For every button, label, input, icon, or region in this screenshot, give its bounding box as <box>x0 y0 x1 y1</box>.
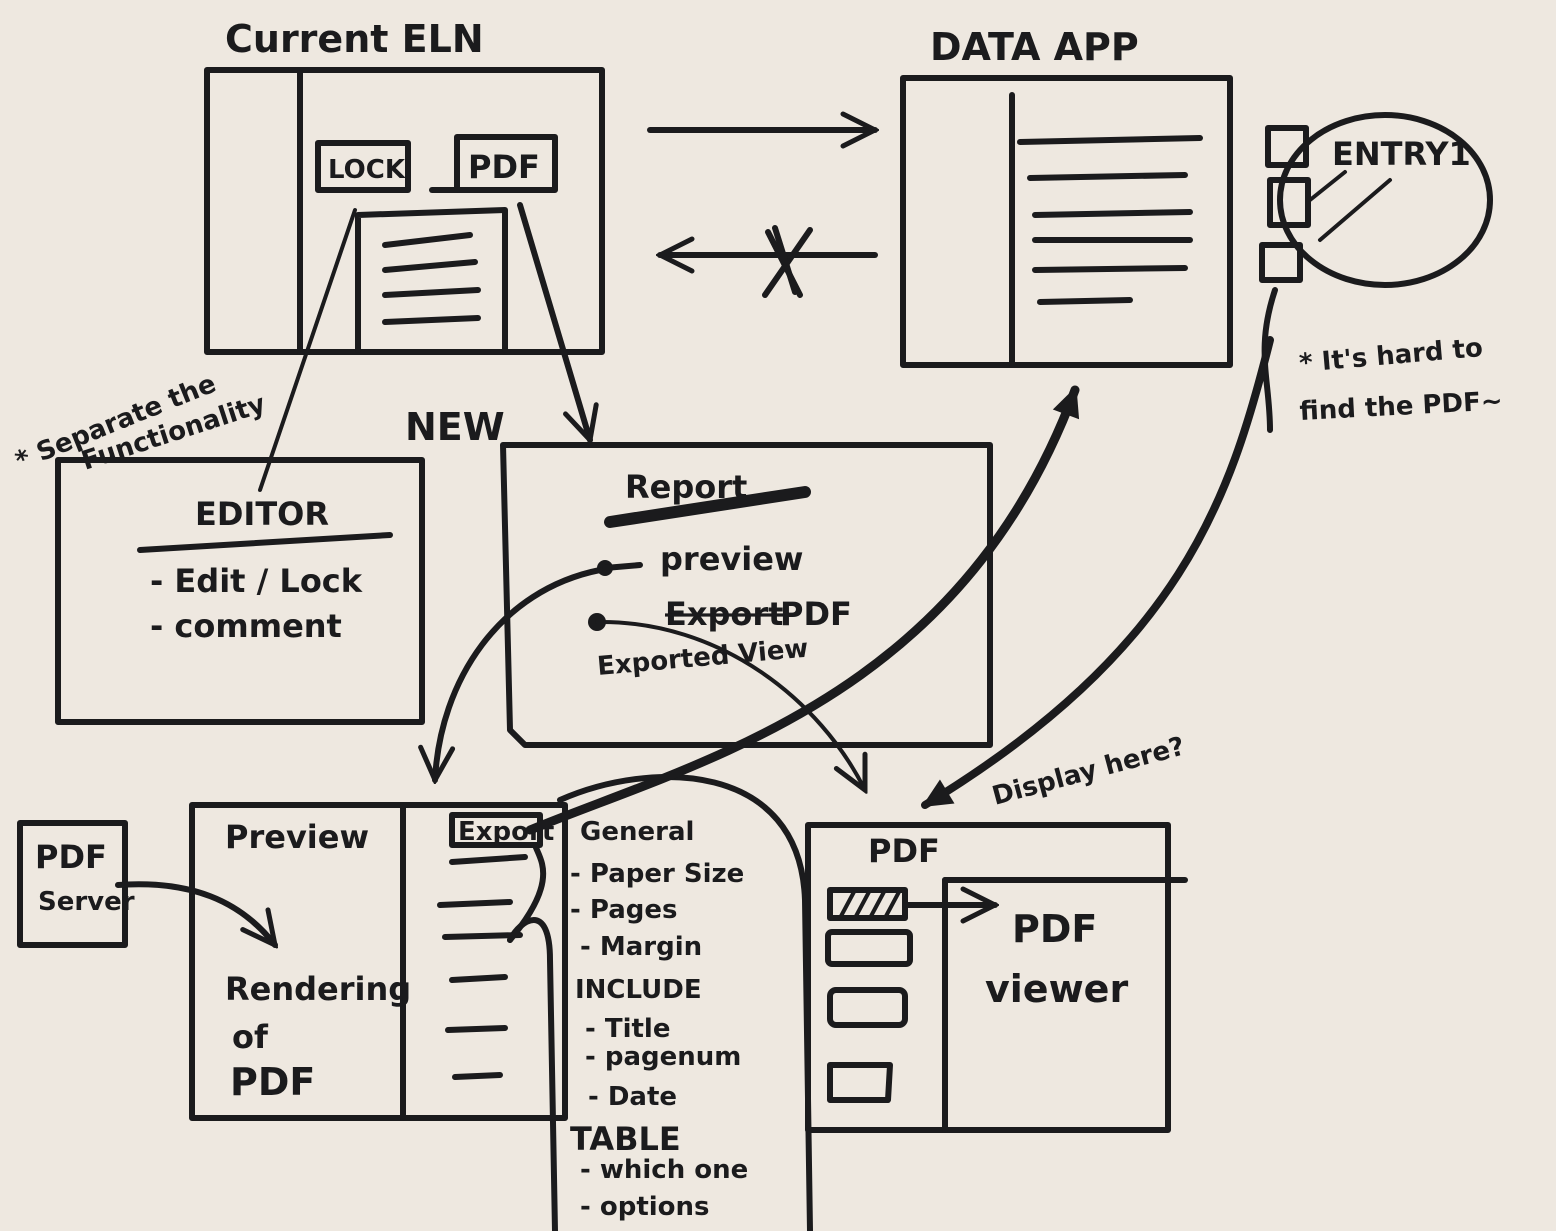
pdf-server-label-2: Server <box>38 887 135 917</box>
pdf-list-item[interactable] <box>827 987 908 1028</box>
option-include: INCLUDE <box>575 975 702 1005</box>
pdf-to-report-arrow <box>517 202 590 440</box>
lock-to-editor-line <box>258 208 357 492</box>
preview-title: Preview <box>225 818 369 856</box>
export-options-connector <box>507 842 547 943</box>
option-options[interactable]: - options <box>580 1192 710 1222</box>
exported-view-to-pdf-arrow <box>595 619 865 790</box>
editor-item-comment: - comment <box>150 607 342 645</box>
option-title[interactable]: - Title <box>585 1014 670 1044</box>
pdf-server: PDF Server <box>17 820 135 948</box>
option-which-one[interactable]: - which one <box>580 1155 748 1185</box>
data-app-title: DATA APP <box>930 25 1139 69</box>
data-app-to-pdf-panel-arrow <box>921 336 1274 809</box>
export-options-panel: General - Paper Size - Pages - Margin IN… <box>507 773 813 1231</box>
current-eln-wireframe: Current ELN LOCK PDF <box>204 17 605 355</box>
current-eln-window <box>204 67 605 355</box>
new-label: NEW <box>405 405 505 449</box>
editor-item-edit-lock: - Edit / Lock <box>150 562 363 600</box>
entry-item[interactable] <box>1259 242 1303 283</box>
preview-to-preview-arrow <box>435 567 603 780</box>
pdf-panel-wireframe: PDF PDF viewer <box>805 822 1188 1133</box>
option-paper-size[interactable]: - Paper Size <box>570 859 744 889</box>
report-preview-option[interactable]: preview <box>660 540 803 578</box>
entry-item[interactable] <box>1267 177 1311 228</box>
option-table: TABLE <box>570 1120 681 1158</box>
report-wireframe: Report preview Export PDF Exported View <box>500 442 993 748</box>
current-eln-title: Current ELN <box>225 17 484 61</box>
data-app-wireframe: DATA APP <box>900 25 1233 368</box>
preview-wireframe: Preview Export Rendering of PDF <box>189 802 568 1121</box>
document-sheet <box>355 207 508 353</box>
pdf-viewer-label-2: viewer <box>985 967 1128 1011</box>
pdf-list-item[interactable] <box>827 1062 893 1103</box>
pdf-panel-title: PDF <box>868 832 940 870</box>
entry-item[interactable] <box>1265 125 1309 168</box>
hard-to-find-note: * It's hard to <box>1298 333 1484 379</box>
lock-button[interactable] <box>315 140 411 193</box>
option-general: General <box>580 817 694 847</box>
rendering-label: Rendering <box>225 970 411 1008</box>
pdf-button-label: PDF <box>468 148 540 186</box>
pdf-viewer-label: PDF <box>1012 907 1097 951</box>
server-to-render-arrow <box>115 881 275 945</box>
cross-mark-icon <box>762 225 813 298</box>
rendering-label-3: PDF <box>230 1060 315 1104</box>
option-date[interactable]: - Date <box>588 1082 677 1112</box>
entry-label: ENTRY1 <box>1332 135 1471 173</box>
option-pagenum[interactable]: - pagenum <box>585 1042 741 1072</box>
pdf-server-label: PDF <box>35 838 107 876</box>
rendering-label-2: of <box>232 1018 269 1056</box>
hard-to-find-note-2: find the PDF~ <box>1299 386 1504 427</box>
lock-button-label: LOCK <box>328 155 406 185</box>
pdf-list-item[interactable] <box>825 929 913 967</box>
editor-title: EDITOR <box>195 495 329 533</box>
entry-zoom-callout: ENTRY1 * It's hard to find the PDF~ <box>1259 112 1504 433</box>
export-to-data-app-arrow <box>525 385 1080 835</box>
option-margin[interactable]: - Margin <box>580 932 702 962</box>
editor-wireframe: EDITOR - Edit / Lock - comment <box>55 457 425 725</box>
report-pdf-option[interactable]: PDF <box>780 595 852 633</box>
pdf-button[interactable] <box>454 134 558 193</box>
option-pages[interactable]: - Pages <box>570 895 677 925</box>
report-export-struck: Export <box>665 595 783 633</box>
